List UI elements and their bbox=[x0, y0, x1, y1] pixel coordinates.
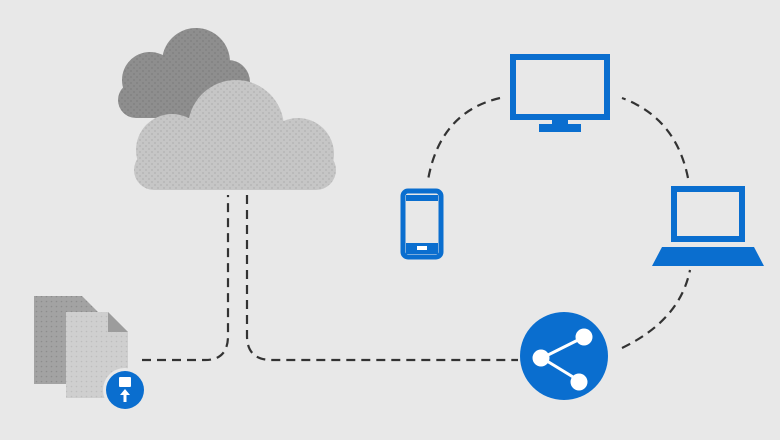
connector-laptop-desktop bbox=[621, 96, 690, 179]
connector-cloud-share bbox=[245, 195, 518, 362]
connector-documents-cloud bbox=[142, 195, 230, 362]
desktop-monitor-icon[interactable] bbox=[510, 54, 610, 132]
connector-desktop-phone bbox=[426, 96, 501, 181]
laptop-icon[interactable] bbox=[652, 186, 764, 266]
smartphone-icon[interactable] bbox=[400, 188, 444, 260]
connector-share-laptop bbox=[621, 269, 692, 349]
connectors bbox=[142, 96, 692, 362]
front-cloud bbox=[134, 80, 336, 190]
cloud-icon bbox=[118, 28, 336, 190]
upload-icon[interactable] bbox=[103, 368, 147, 412]
share-icon[interactable] bbox=[520, 312, 608, 400]
